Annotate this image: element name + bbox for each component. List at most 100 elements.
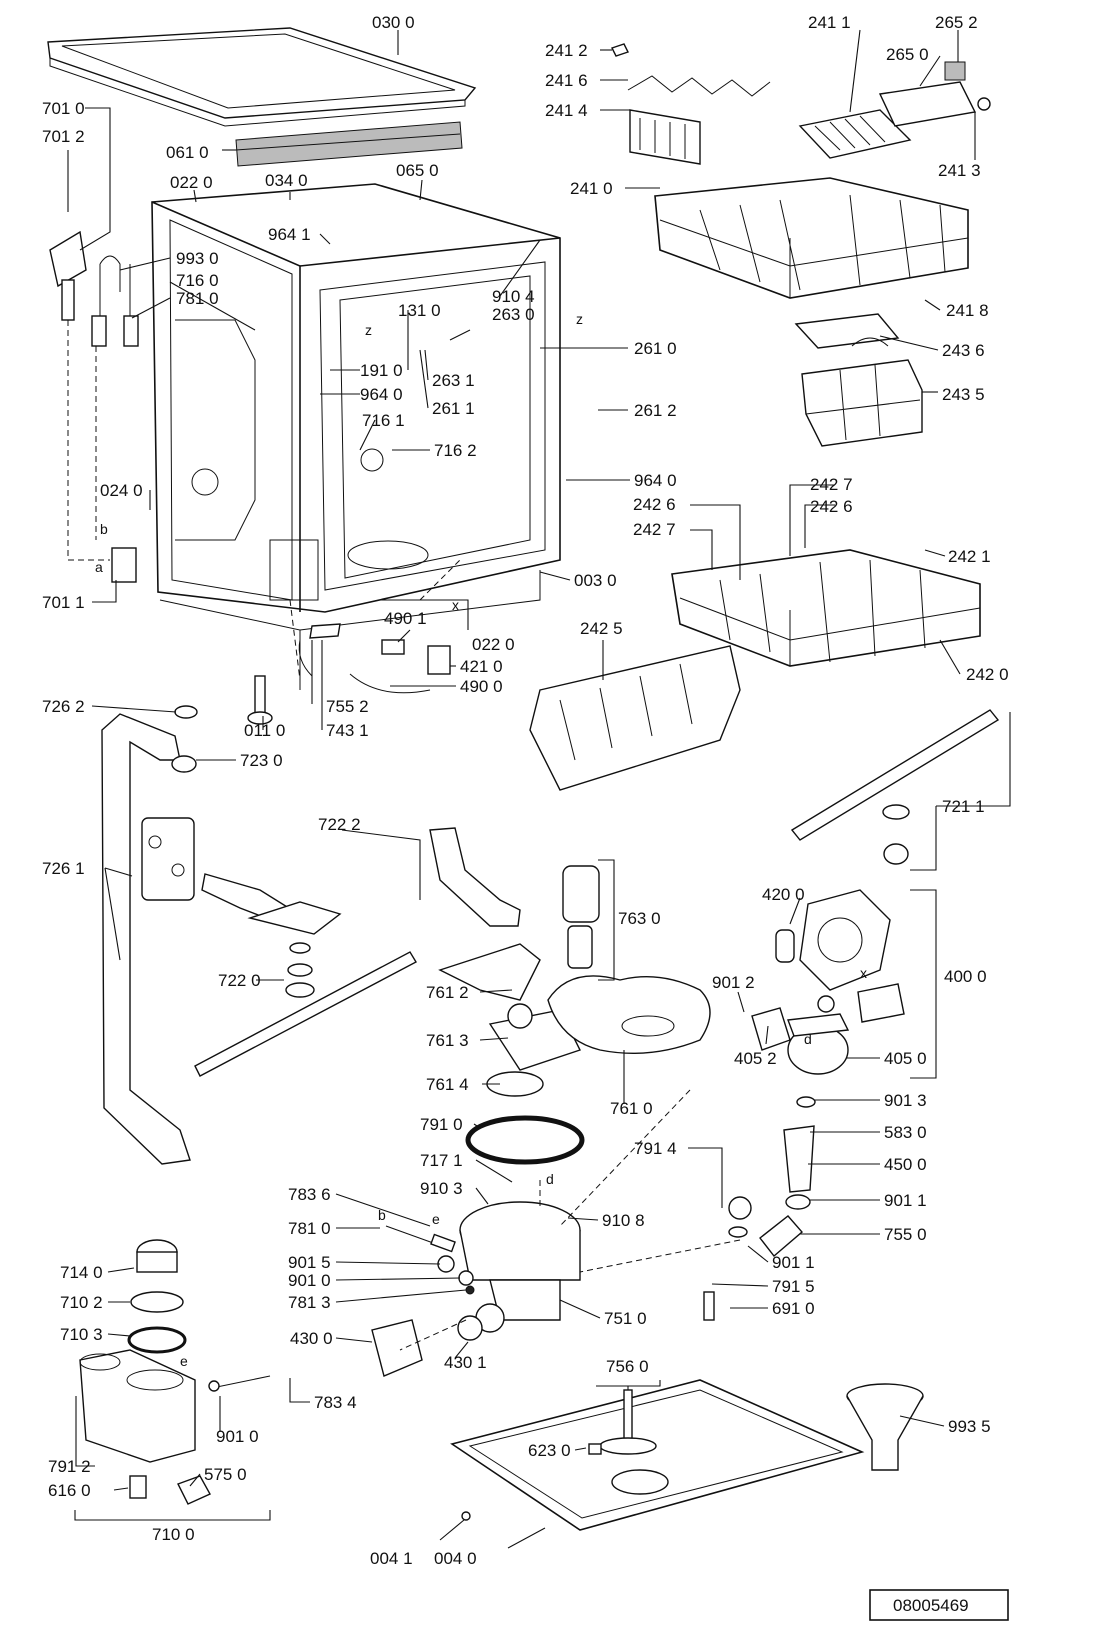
connector-letters: z z x x b a b e e d d bbox=[95, 311, 867, 1369]
part-label: 714 0 bbox=[60, 1263, 103, 1282]
part-label: 004 0 bbox=[434, 1549, 477, 1568]
middle-spray-arm bbox=[194, 873, 417, 1077]
part-label: 964 0 bbox=[360, 385, 403, 404]
part-label: 756 0 bbox=[606, 1357, 649, 1376]
connector-letter-z: z bbox=[576, 311, 583, 327]
part-label: 616 0 bbox=[48, 1481, 91, 1500]
part-label: 901 0 bbox=[288, 1271, 331, 1290]
part-label: 791 0 bbox=[420, 1115, 463, 1134]
part-label: 241 4 bbox=[545, 101, 588, 120]
part-label: 761 2 bbox=[426, 983, 469, 1002]
part-label: 781 3 bbox=[288, 1293, 331, 1312]
connector-letter-x: x bbox=[452, 597, 459, 613]
spray-duct bbox=[101, 705, 198, 1165]
part-label: 243 5 bbox=[942, 385, 985, 404]
part-label: 004 1 bbox=[370, 1549, 413, 1568]
part-label: 261 0 bbox=[634, 339, 677, 358]
part-label: 755 2 bbox=[326, 697, 369, 716]
part-label: 993 5 bbox=[948, 1417, 991, 1436]
part-label: 701 0 bbox=[42, 99, 85, 118]
part-label: 721 1 bbox=[942, 797, 985, 816]
part-label: 791 4 bbox=[634, 1139, 677, 1158]
part-label: 003 0 bbox=[574, 571, 617, 590]
leader-lines bbox=[67, 29, 1011, 1549]
part-label: 623 0 bbox=[528, 1441, 571, 1460]
part-label: 901 2 bbox=[712, 973, 755, 992]
part-label: 421 0 bbox=[460, 657, 503, 676]
part-label: 901 5 bbox=[288, 1253, 331, 1272]
part-label: 241 8 bbox=[946, 301, 989, 320]
part-label: 011 0 bbox=[244, 721, 285, 740]
part-label: 242 7 bbox=[633, 520, 676, 539]
part-label: 241 3 bbox=[938, 161, 981, 180]
part-label: 791 5 bbox=[772, 1277, 815, 1296]
salt-funnel bbox=[846, 1383, 924, 1471]
part-label: 761 4 bbox=[426, 1075, 469, 1094]
circulation-pump bbox=[751, 889, 905, 1075]
lower-basket bbox=[671, 549, 981, 667]
part-label: 263 1 bbox=[432, 371, 475, 390]
part-label: 783 4 bbox=[314, 1393, 357, 1412]
document-number: 08005469 bbox=[893, 1596, 969, 1615]
part-label: 910 4 bbox=[492, 287, 535, 306]
hoses-right bbox=[703, 1096, 816, 1321]
part-label: 726 1 bbox=[42, 859, 85, 878]
part-label: 024 0 bbox=[100, 481, 143, 500]
part-label: 241 2 bbox=[545, 41, 588, 60]
electrical-parts bbox=[349, 639, 451, 694]
part-label: 242 6 bbox=[633, 495, 676, 514]
connector-letter-e: e bbox=[432, 1211, 440, 1227]
worktop-lid bbox=[47, 27, 477, 127]
connector-letter-d: d bbox=[546, 1171, 554, 1187]
insulation-strip bbox=[235, 121, 463, 167]
part-label: 191 0 bbox=[360, 361, 403, 380]
part-label: 910 3 bbox=[420, 1179, 463, 1198]
basket-rail-parts bbox=[611, 43, 771, 165]
filter-sump-parts bbox=[429, 827, 711, 1097]
part-label: 723 0 bbox=[240, 751, 283, 770]
part-label: 964 0 bbox=[634, 471, 677, 490]
part-label: 722 0 bbox=[218, 971, 261, 990]
part-label: 755 0 bbox=[884, 1225, 927, 1244]
part-number-labels: 030 0 241 2 241 6 241 4 241 1 265 2 265 … bbox=[42, 13, 1009, 1568]
part-label: 241 1 bbox=[808, 13, 851, 32]
part-label: 575 0 bbox=[204, 1465, 247, 1484]
part-label: 242 6 bbox=[810, 497, 853, 516]
part-label: 993 0 bbox=[176, 249, 219, 268]
part-label: 430 1 bbox=[444, 1353, 487, 1372]
part-label: 405 2 bbox=[734, 1049, 777, 1068]
part-label: 717 1 bbox=[420, 1151, 463, 1170]
part-label: 783 6 bbox=[288, 1185, 331, 1204]
part-label: 781 0 bbox=[176, 289, 219, 308]
part-label: 265 0 bbox=[886, 45, 929, 64]
part-label: 241 0 bbox=[570, 179, 613, 198]
part-label: 241 6 bbox=[545, 71, 588, 90]
upper-spray-arm bbox=[790, 709, 1000, 865]
part-label: 242 0 bbox=[966, 665, 1009, 684]
part-label: 450 0 bbox=[884, 1155, 927, 1174]
connector-letter-e: e bbox=[180, 1353, 188, 1369]
part-label: 763 0 bbox=[618, 909, 661, 928]
document-number-box: 08005469 bbox=[869, 1589, 1009, 1621]
part-label: 964 1 bbox=[268, 225, 311, 244]
base-plate bbox=[450, 1379, 865, 1531]
part-label: 243 6 bbox=[942, 341, 985, 360]
part-label: 261 2 bbox=[634, 401, 677, 420]
part-label: 022 0 bbox=[472, 635, 515, 654]
part-label: 701 2 bbox=[42, 127, 85, 146]
connector-letter-b: b bbox=[100, 521, 108, 537]
part-label: 901 0 bbox=[216, 1427, 259, 1446]
part-label: 743 1 bbox=[326, 721, 369, 740]
part-label: 030 0 bbox=[372, 13, 415, 32]
connector-letter-z: z bbox=[365, 322, 372, 338]
part-label: 405 0 bbox=[884, 1049, 927, 1068]
part-label: 901 1 bbox=[884, 1191, 927, 1210]
part-label: 490 0 bbox=[460, 677, 503, 696]
part-label: 261 1 bbox=[432, 399, 475, 418]
cutlery-basket bbox=[794, 313, 923, 447]
part-label: 726 2 bbox=[42, 697, 85, 716]
connector-letter-b: b bbox=[378, 1207, 386, 1223]
part-label: 710 2 bbox=[60, 1293, 103, 1312]
connector-letter-d: d bbox=[804, 1031, 812, 1047]
water-softener bbox=[79, 1239, 271, 1505]
